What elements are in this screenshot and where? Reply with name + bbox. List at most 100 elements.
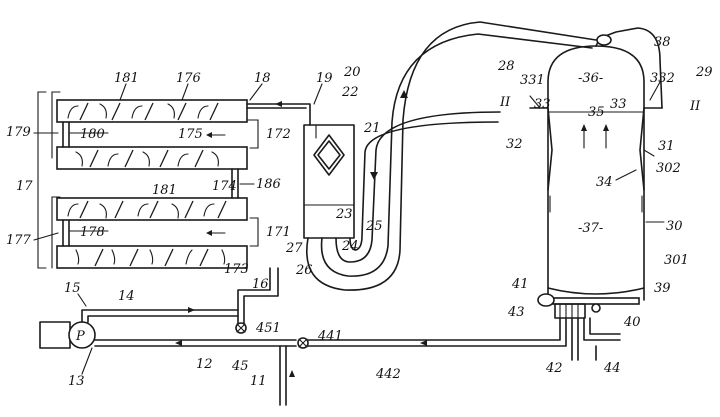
label-36: -36- — [578, 71, 603, 86]
pipe-18-19 — [246, 103, 311, 126]
label-332: 332 — [650, 71, 675, 86]
label-23: 23 — [335, 207, 353, 222]
label-II-right: II — [689, 99, 701, 114]
label-174: 174 — [212, 179, 237, 194]
label-28: 28 — [497, 59, 515, 74]
label-302: 302 — [656, 161, 681, 176]
pipe-16-a — [237, 267, 271, 326]
pipe-14-b — [87, 315, 239, 323]
tank-arrowhead-up-1 — [581, 124, 587, 131]
label-451: 451 — [255, 321, 281, 336]
label-14: 14 — [118, 289, 135, 304]
bracket-171 — [249, 217, 259, 247]
label-30: 30 — [666, 219, 683, 234]
pump-label: P — [75, 329, 85, 344]
diamond-outer — [313, 134, 345, 176]
hatch-174 — [79, 200, 227, 219]
arrowhead-12 — [175, 340, 182, 346]
leader-lines — [33, 81, 665, 375]
label-171: 171 — [266, 225, 291, 240]
label-21: 21 — [363, 121, 381, 136]
label-35: 35 — [588, 105, 605, 120]
label-178: 178 — [80, 225, 105, 240]
outlet-hatch — [559, 303, 579, 319]
label-19: 19 — [316, 71, 333, 86]
label-331: 331 — [520, 73, 545, 88]
valve-38 — [596, 34, 612, 46]
panel-175 — [56, 146, 248, 170]
pipe-33-return-outer — [335, 111, 501, 263]
label-186: 186 — [256, 177, 281, 192]
label-177: 177 — [6, 233, 32, 248]
bottom-piping: P — [39, 267, 621, 406]
arrowhead-171 — [206, 230, 212, 236]
label-179: 179 — [6, 125, 31, 140]
arrowhead-25 — [400, 90, 408, 98]
label-176: 176 — [176, 71, 201, 86]
label-22: 22 — [341, 85, 359, 100]
label-42: 42 — [545, 361, 563, 376]
port-40 — [591, 303, 601, 313]
label-17: 17 — [16, 179, 33, 194]
label-181-top: 181 — [114, 71, 139, 86]
label-41: 41 — [511, 277, 529, 292]
label-441: 441 — [317, 329, 343, 344]
diamond-inner — [317, 140, 341, 170]
arrowhead-172 — [206, 132, 212, 138]
label-33-left: 33 — [534, 97, 551, 112]
separator-unit — [303, 124, 355, 239]
pipe-14-a — [81, 309, 239, 323]
bracket-17 — [37, 91, 47, 269]
label-37: -37- — [578, 221, 603, 236]
label-12: 12 — [196, 357, 213, 372]
pump-motor — [39, 321, 71, 349]
label-16: 16 — [252, 277, 269, 292]
label-442: 442 — [375, 367, 401, 382]
pipe-44-a — [583, 317, 621, 341]
arrowhead-442 — [420, 340, 427, 346]
label-43: 43 — [507, 305, 525, 320]
panel-176 — [56, 99, 248, 123]
label-39: 39 — [654, 281, 671, 296]
pipe-442-b — [307, 317, 567, 347]
hatch-175 — [89, 149, 204, 168]
label-181-mid: 181 — [152, 183, 177, 198]
label-32: 32 — [506, 137, 523, 152]
pipe-442-a — [307, 317, 561, 341]
label-38: 38 — [654, 35, 671, 50]
panel-174 — [56, 197, 248, 221]
label-34: 34 — [596, 175, 613, 190]
label-29: 29 — [695, 65, 713, 80]
arrowhead-14 — [188, 307, 195, 313]
pipe-44-b — [589, 317, 621, 335]
inlet-baffle-left — [529, 107, 553, 191]
hatch-173 — [94, 248, 209, 267]
label-11: 11 — [250, 374, 267, 389]
pipe-33-return-inner — [349, 121, 499, 251]
label-44: 44 — [603, 361, 621, 376]
label-173: 173 — [224, 262, 249, 277]
outlet-block-43 — [554, 303, 586, 319]
bracket-177 — [51, 196, 61, 269]
flow-arrows-panels — [67, 103, 226, 265]
label-31: 31 — [658, 139, 675, 154]
pipe-38 — [595, 27, 663, 109]
tank-30 — [529, 27, 663, 319]
panel-connectors — [62, 121, 239, 247]
tank-arrowhead-up-2 — [603, 124, 609, 131]
label-301: 301 — [664, 253, 689, 268]
hatch-176 — [79, 102, 219, 121]
inlet-baffle-right — [639, 107, 663, 191]
separator-housing — [303, 124, 355, 239]
reference-labels: 181 176 18 19 20 22 21 179 180 175 172 1… — [6, 35, 713, 389]
label-II-left: II — [499, 95, 511, 110]
label-180: 180 — [80, 127, 105, 142]
label-13: 13 — [68, 374, 85, 389]
label-15: 15 — [64, 281, 81, 296]
arrowhead-11 — [289, 370, 295, 377]
valve-441-x2 — [298, 338, 308, 348]
bracket-172 — [247, 119, 259, 149]
label-33-right: 33 — [610, 97, 627, 112]
label-18: 18 — [254, 71, 271, 86]
